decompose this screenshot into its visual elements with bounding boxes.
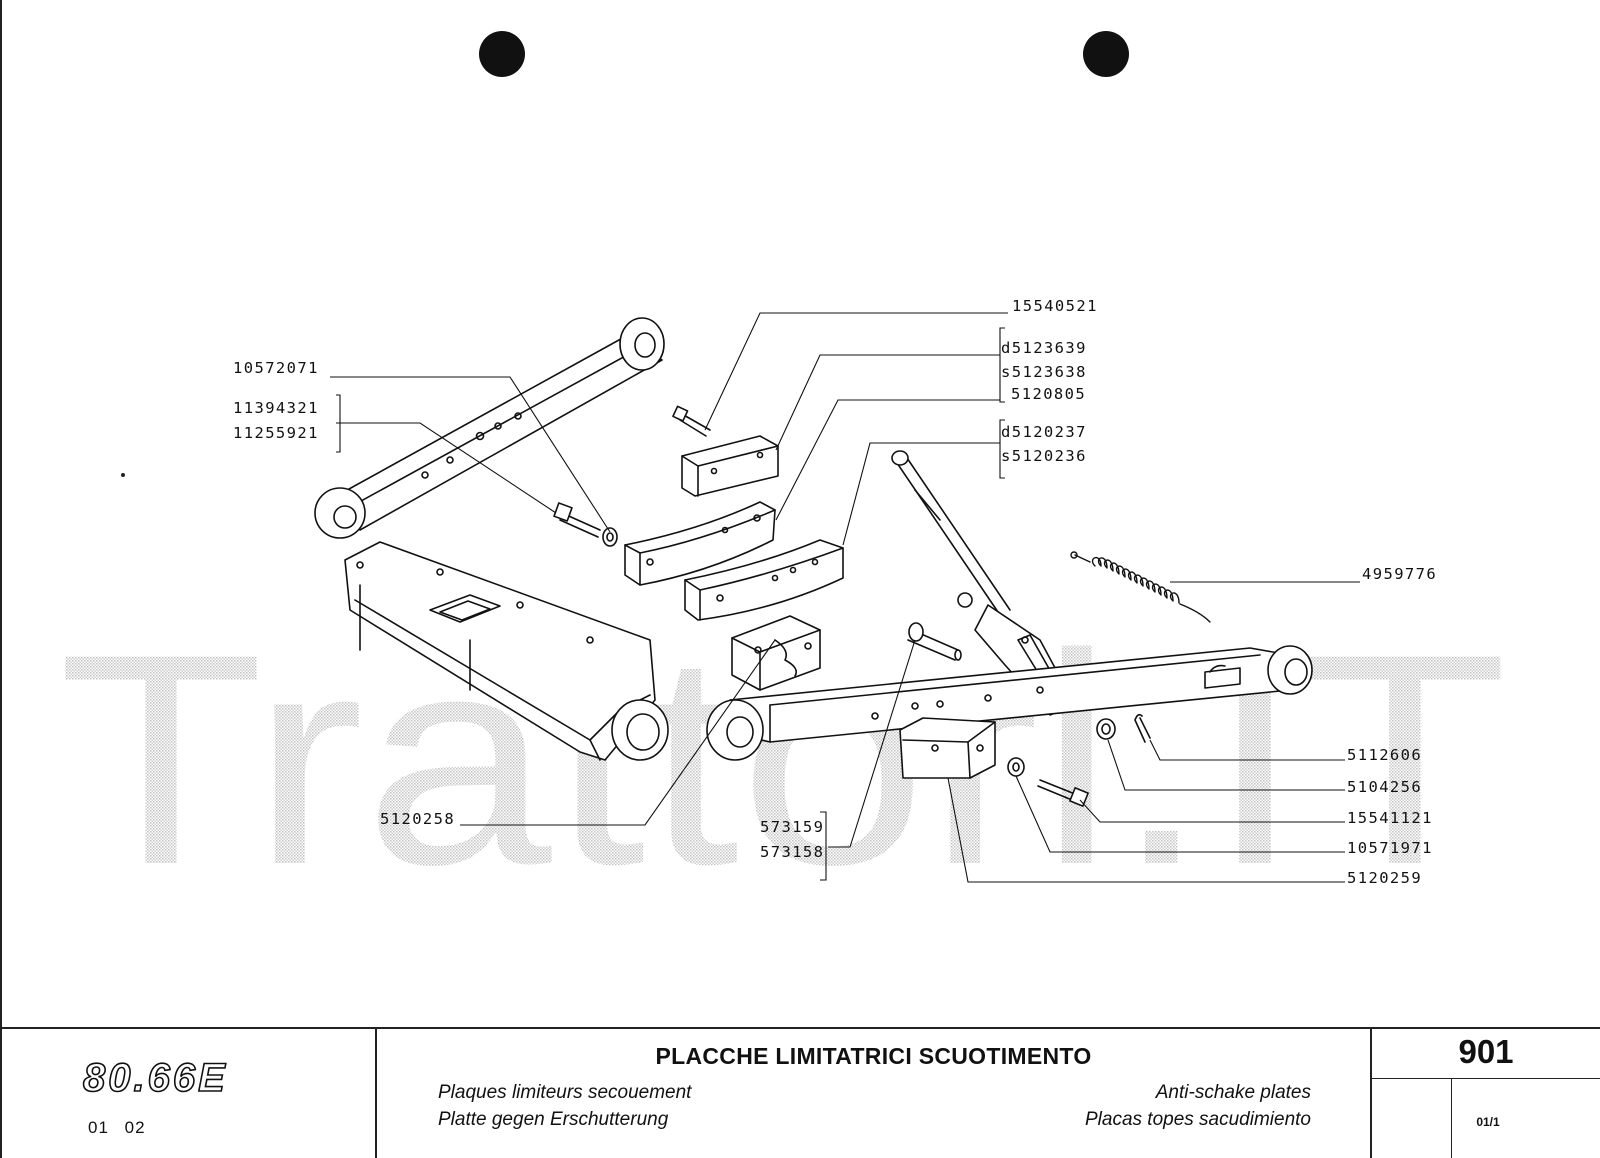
subtitle-english: Anti-schake plates: [1155, 1082, 1311, 1103]
part-number-573159: 573159: [760, 818, 825, 836]
title-block-sheet-divider: [1451, 1078, 1452, 1158]
subtitle-french: Plaques limiteurs secouement: [438, 1082, 692, 1103]
part-number-d5120237: d5120237: [1001, 423, 1087, 441]
part-number-5120259: 5120259: [1347, 869, 1423, 887]
title-block-top-rule: [0, 1027, 1600, 1029]
bolt-right: [1007, 757, 1089, 807]
part-number-11394321: 11394321: [233, 399, 319, 417]
page-title: PLACCHE LIMITATRICI SCUOTIMENTO: [655, 1043, 1092, 1069]
part-number-15541121: 15541121: [1347, 809, 1433, 827]
part-number-d5123639: d5123639: [1001, 339, 1087, 357]
washer-right: [1096, 718, 1116, 740]
part-number-10571971: 10571971: [1347, 839, 1433, 857]
clevis-pin: [907, 622, 962, 661]
part-number-s5123638: s5123638: [1001, 363, 1087, 381]
model-code: 80.66E: [82, 1055, 228, 1101]
title-block-divider-right: [1370, 1027, 1372, 1158]
stop-block: [731, 615, 821, 691]
bolt-washer-left: [553, 502, 618, 547]
lower-lift-arm: [706, 645, 1313, 761]
sheet-number: 01/1: [1476, 1115, 1500, 1129]
anti-shake-plate-small: [681, 435, 779, 497]
lower-anti-shake-plate: [899, 717, 996, 779]
part-number-s5120236: s5120236: [1001, 447, 1087, 465]
rocker-housing: [344, 541, 669, 761]
title-block-divider-left: [375, 1027, 377, 1158]
page-edge-rule: [0, 0, 2, 1158]
edition-code: 01 02: [88, 1118, 146, 1137]
binder-hole-left: [479, 31, 525, 77]
part-number-5104256: 5104256: [1347, 778, 1423, 796]
part-number-15540521: 15540521: [1012, 297, 1098, 315]
part-number-4959776: 4959776: [1362, 565, 1438, 583]
part-number-11255921: 11255921: [233, 424, 319, 442]
part-number-5120258: 5120258: [380, 810, 456, 828]
spring: [1070, 551, 1211, 623]
binder-hole-right: [1083, 31, 1129, 77]
subtitle-spanish: Placas topes sacudimiento: [1084, 1109, 1311, 1130]
page-number: 901: [1458, 1033, 1514, 1070]
bolt-top: [672, 405, 711, 437]
subtitle-german: Platte gegen Erschutterung: [438, 1109, 669, 1130]
title-block-page-rule: [1370, 1078, 1600, 1079]
part-number-5112606: 5112606: [1347, 746, 1423, 764]
part-number-10572071: 10572071: [233, 359, 319, 377]
anti-shake-plate-left-right: [684, 539, 844, 621]
part-number-5120805: 5120805: [1011, 385, 1087, 403]
speck: [121, 473, 125, 477]
split-pin: [1134, 713, 1151, 743]
leader-lines: [330, 312, 1360, 883]
part-number-573158: 573158: [760, 843, 825, 861]
upper-lift-arm: [314, 317, 665, 539]
anti-shake-plate-large: [624, 501, 776, 586]
